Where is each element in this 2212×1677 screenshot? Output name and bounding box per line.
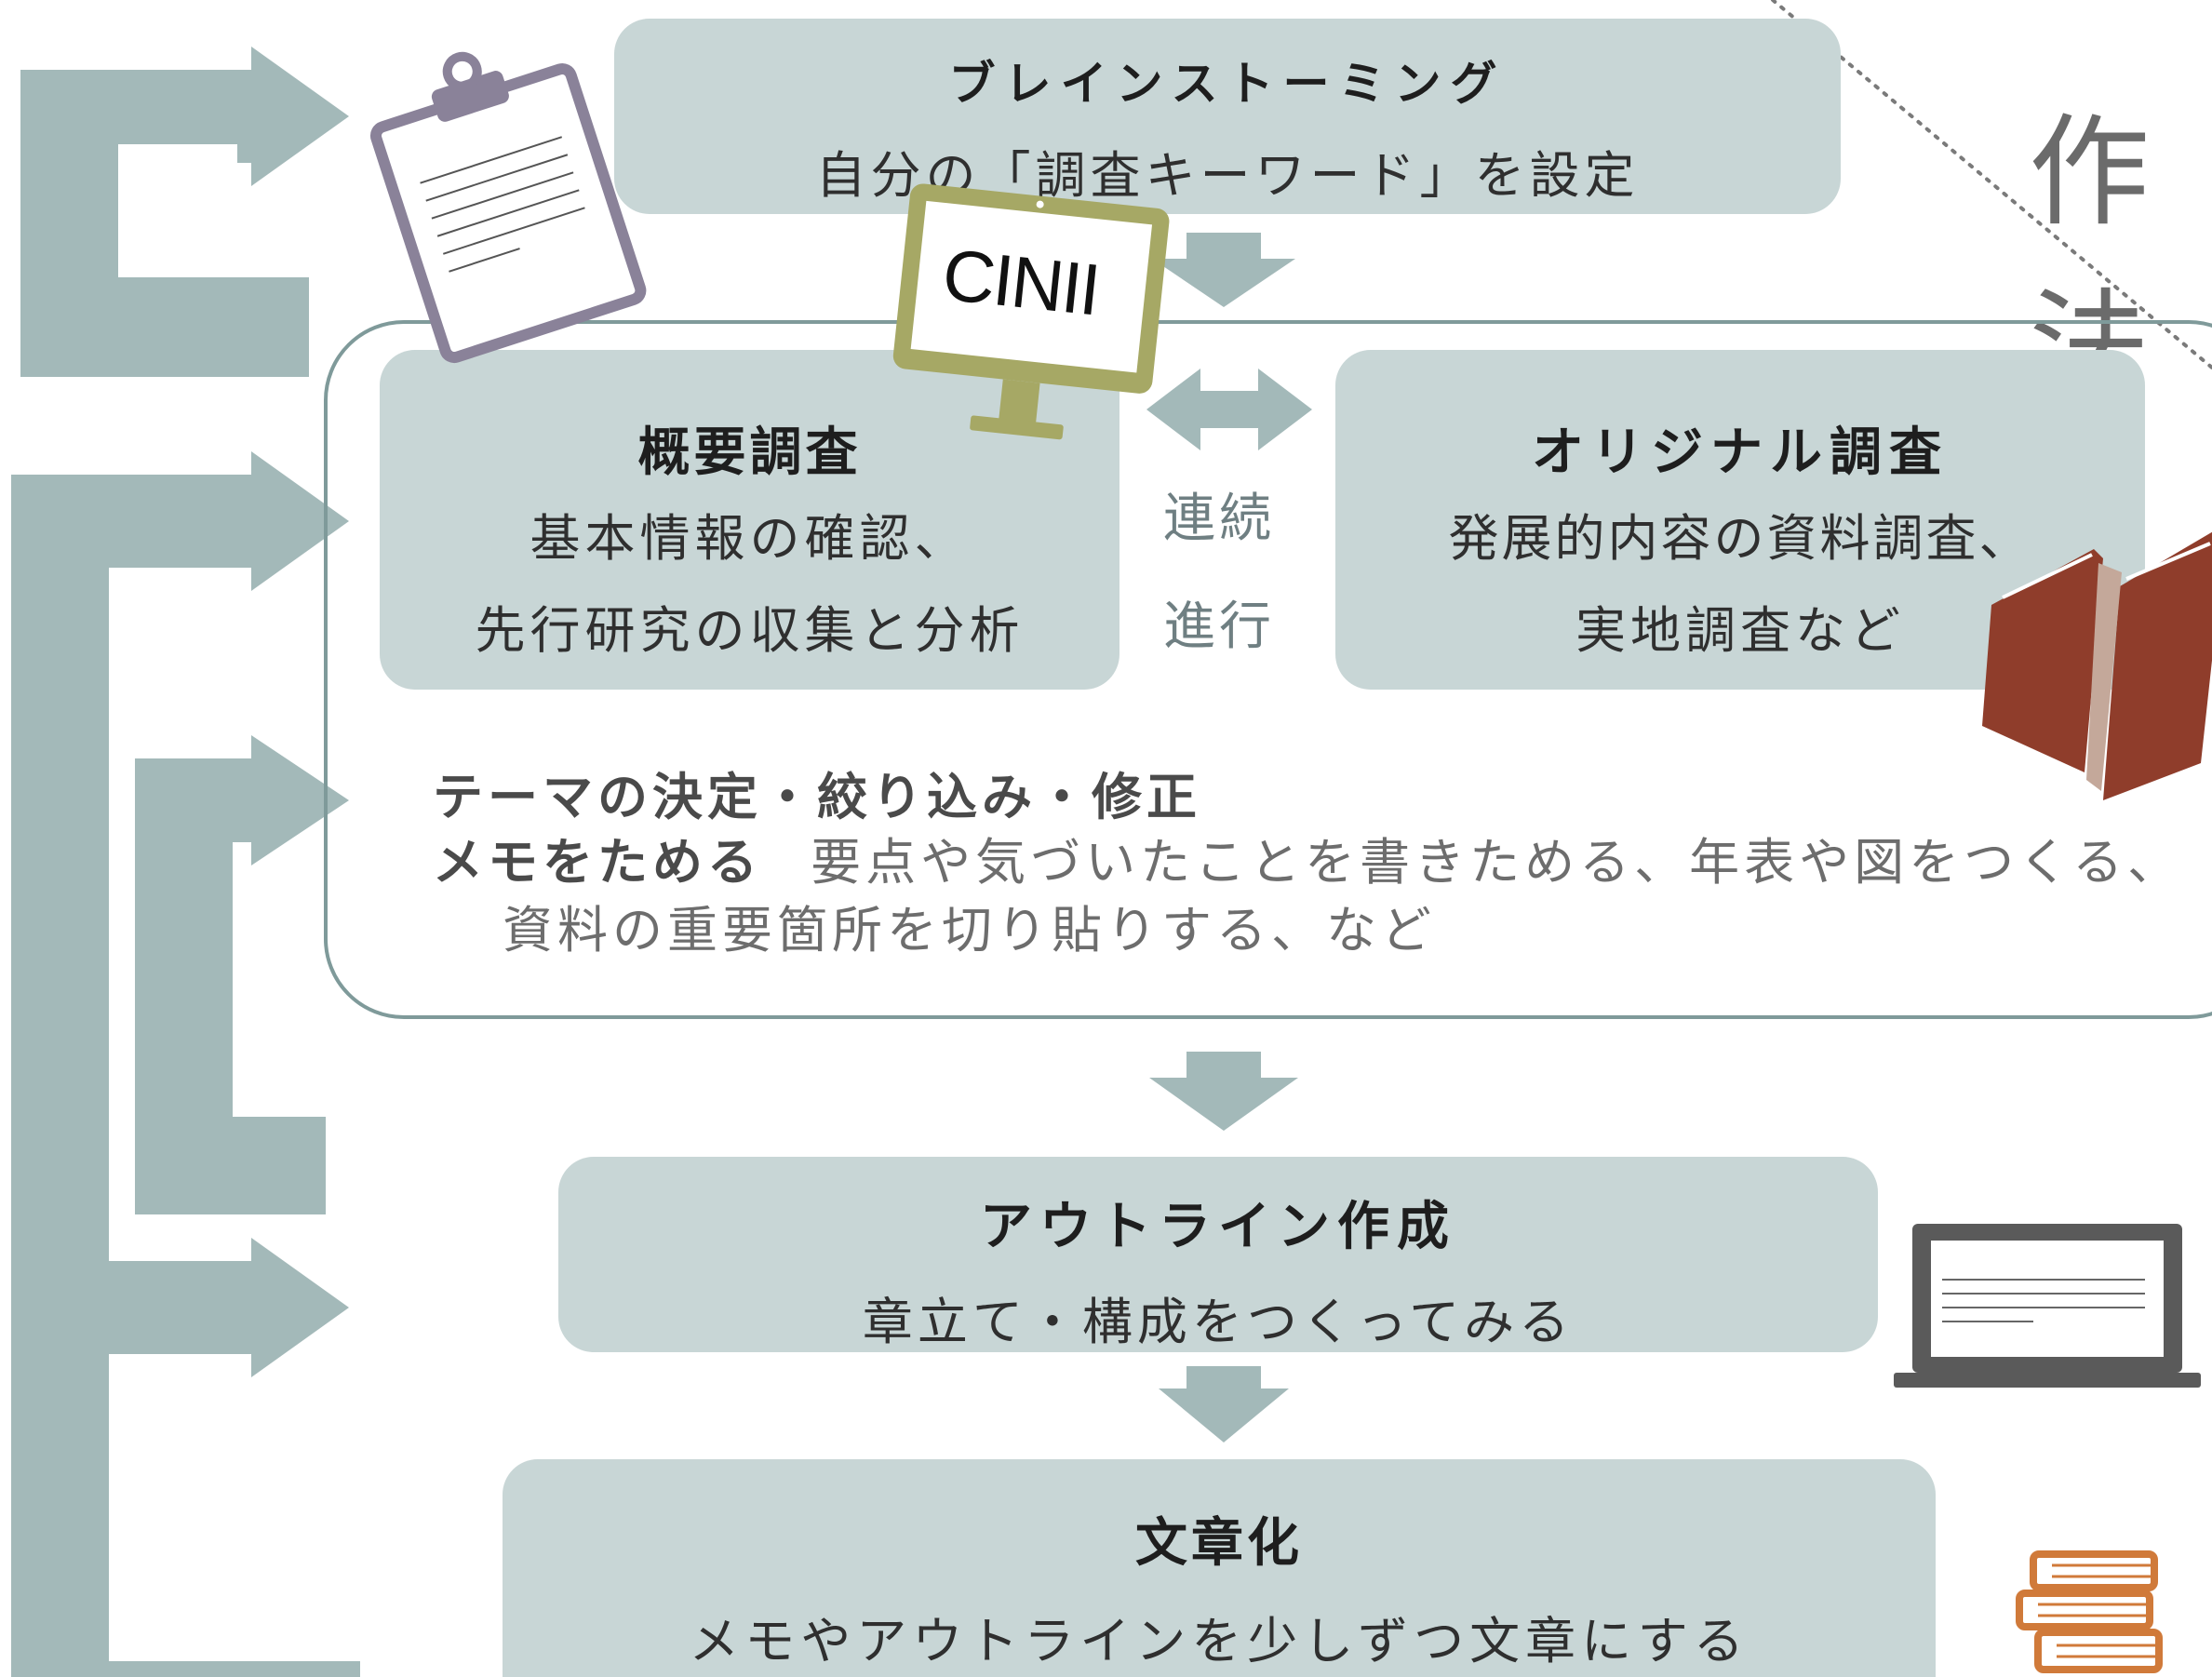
overview-box: 概要調査 基本情報の確認、 先行研究の収集と分析 — [380, 350, 1119, 690]
bracket-top-upper — [20, 70, 251, 144]
theme-line: テーマの決定・絞り込み・修正 — [433, 756, 1201, 829]
overview-title: 概要調査 — [637, 423, 862, 483]
writing-subtitle: メモやアウトラインを少しずつ文章にする — [689, 1612, 1749, 1670]
laptop-icon — [1894, 1224, 2201, 1388]
overview-line2: 先行研究の収集と分析 — [475, 601, 1025, 660]
arrow-to-outline — [237, 1238, 349, 1377]
original-line1: 発展的内容の資料調査、 — [1448, 509, 2032, 568]
down-arrow-1 — [1152, 233, 1295, 307]
double-arrow — [1146, 369, 1312, 450]
monitor-icon — [892, 183, 1170, 440]
memo-text-1: 要点や気づいたことを書きためる、年表や図をつくる、 — [811, 833, 2183, 892]
down-arrow-3 — [1159, 1366, 1289, 1442]
research-phase-container — [324, 320, 2212, 1019]
outline-subtitle: 章立て・構成をつくってみる — [862, 1293, 1575, 1351]
bracket-outer-bottom — [109, 1661, 360, 1677]
brainstorm-box: ブレインストーミング 自分の「調査キーワード」を設定 — [614, 19, 1841, 214]
arrow-to-brainstorm — [237, 47, 349, 186]
link-label-2: 進行 — [1163, 597, 1275, 657]
original-line2: 実地調査など — [1575, 601, 1905, 660]
brainstorm-title: ブレインストーミング — [948, 57, 1507, 111]
writing-title: 文章化 — [1135, 1513, 1303, 1574]
outline-title: アウトライン作成 — [980, 1197, 1456, 1257]
arrow-to-overview — [237, 451, 349, 591]
bracket-top-lower — [20, 277, 309, 377]
bracket-outer-vertical — [11, 475, 109, 1677]
memo-line-1: メモをためる 要点や気づいたことを書きためる、年表や図をつくる、 — [433, 821, 2182, 894]
theme-text: テーマの決定・絞り込み・修正 — [433, 768, 1201, 826]
bracket-outer-upper — [11, 475, 251, 568]
monitor-label: CINII — [938, 233, 1103, 331]
original-title: オリジナル調査 — [1532, 423, 1949, 483]
outline-box: アウトライン作成 章立て・構成をつくってみる — [558, 1157, 1878, 1352]
down-arrow-2 — [1149, 1052, 1298, 1131]
overview-line1: 基本情報の確認、 — [530, 509, 970, 568]
bracket-middle-lower — [135, 1117, 326, 1214]
bracket-outer-mid — [109, 1261, 251, 1354]
memo-line-2: 資料の重要箇所を切り貼りする、など — [503, 901, 1436, 959]
link-label-1: 連続 — [1163, 489, 1275, 549]
book-stack-icon — [2016, 1550, 2163, 1673]
memo-heading: メモをためる — [433, 833, 762, 892]
open-book-icon — [1982, 531, 2212, 800]
writing-box: 文章化 メモやアウトラインを少しずつ文章にする — [503, 1459, 1936, 1677]
arrow-to-theme — [237, 735, 349, 865]
bracket-middle-upper — [135, 758, 251, 842]
brainstorm-subtitle: 自分の「調査キーワード」を設定 — [815, 146, 1640, 205]
clipboard-icon — [369, 51, 647, 364]
